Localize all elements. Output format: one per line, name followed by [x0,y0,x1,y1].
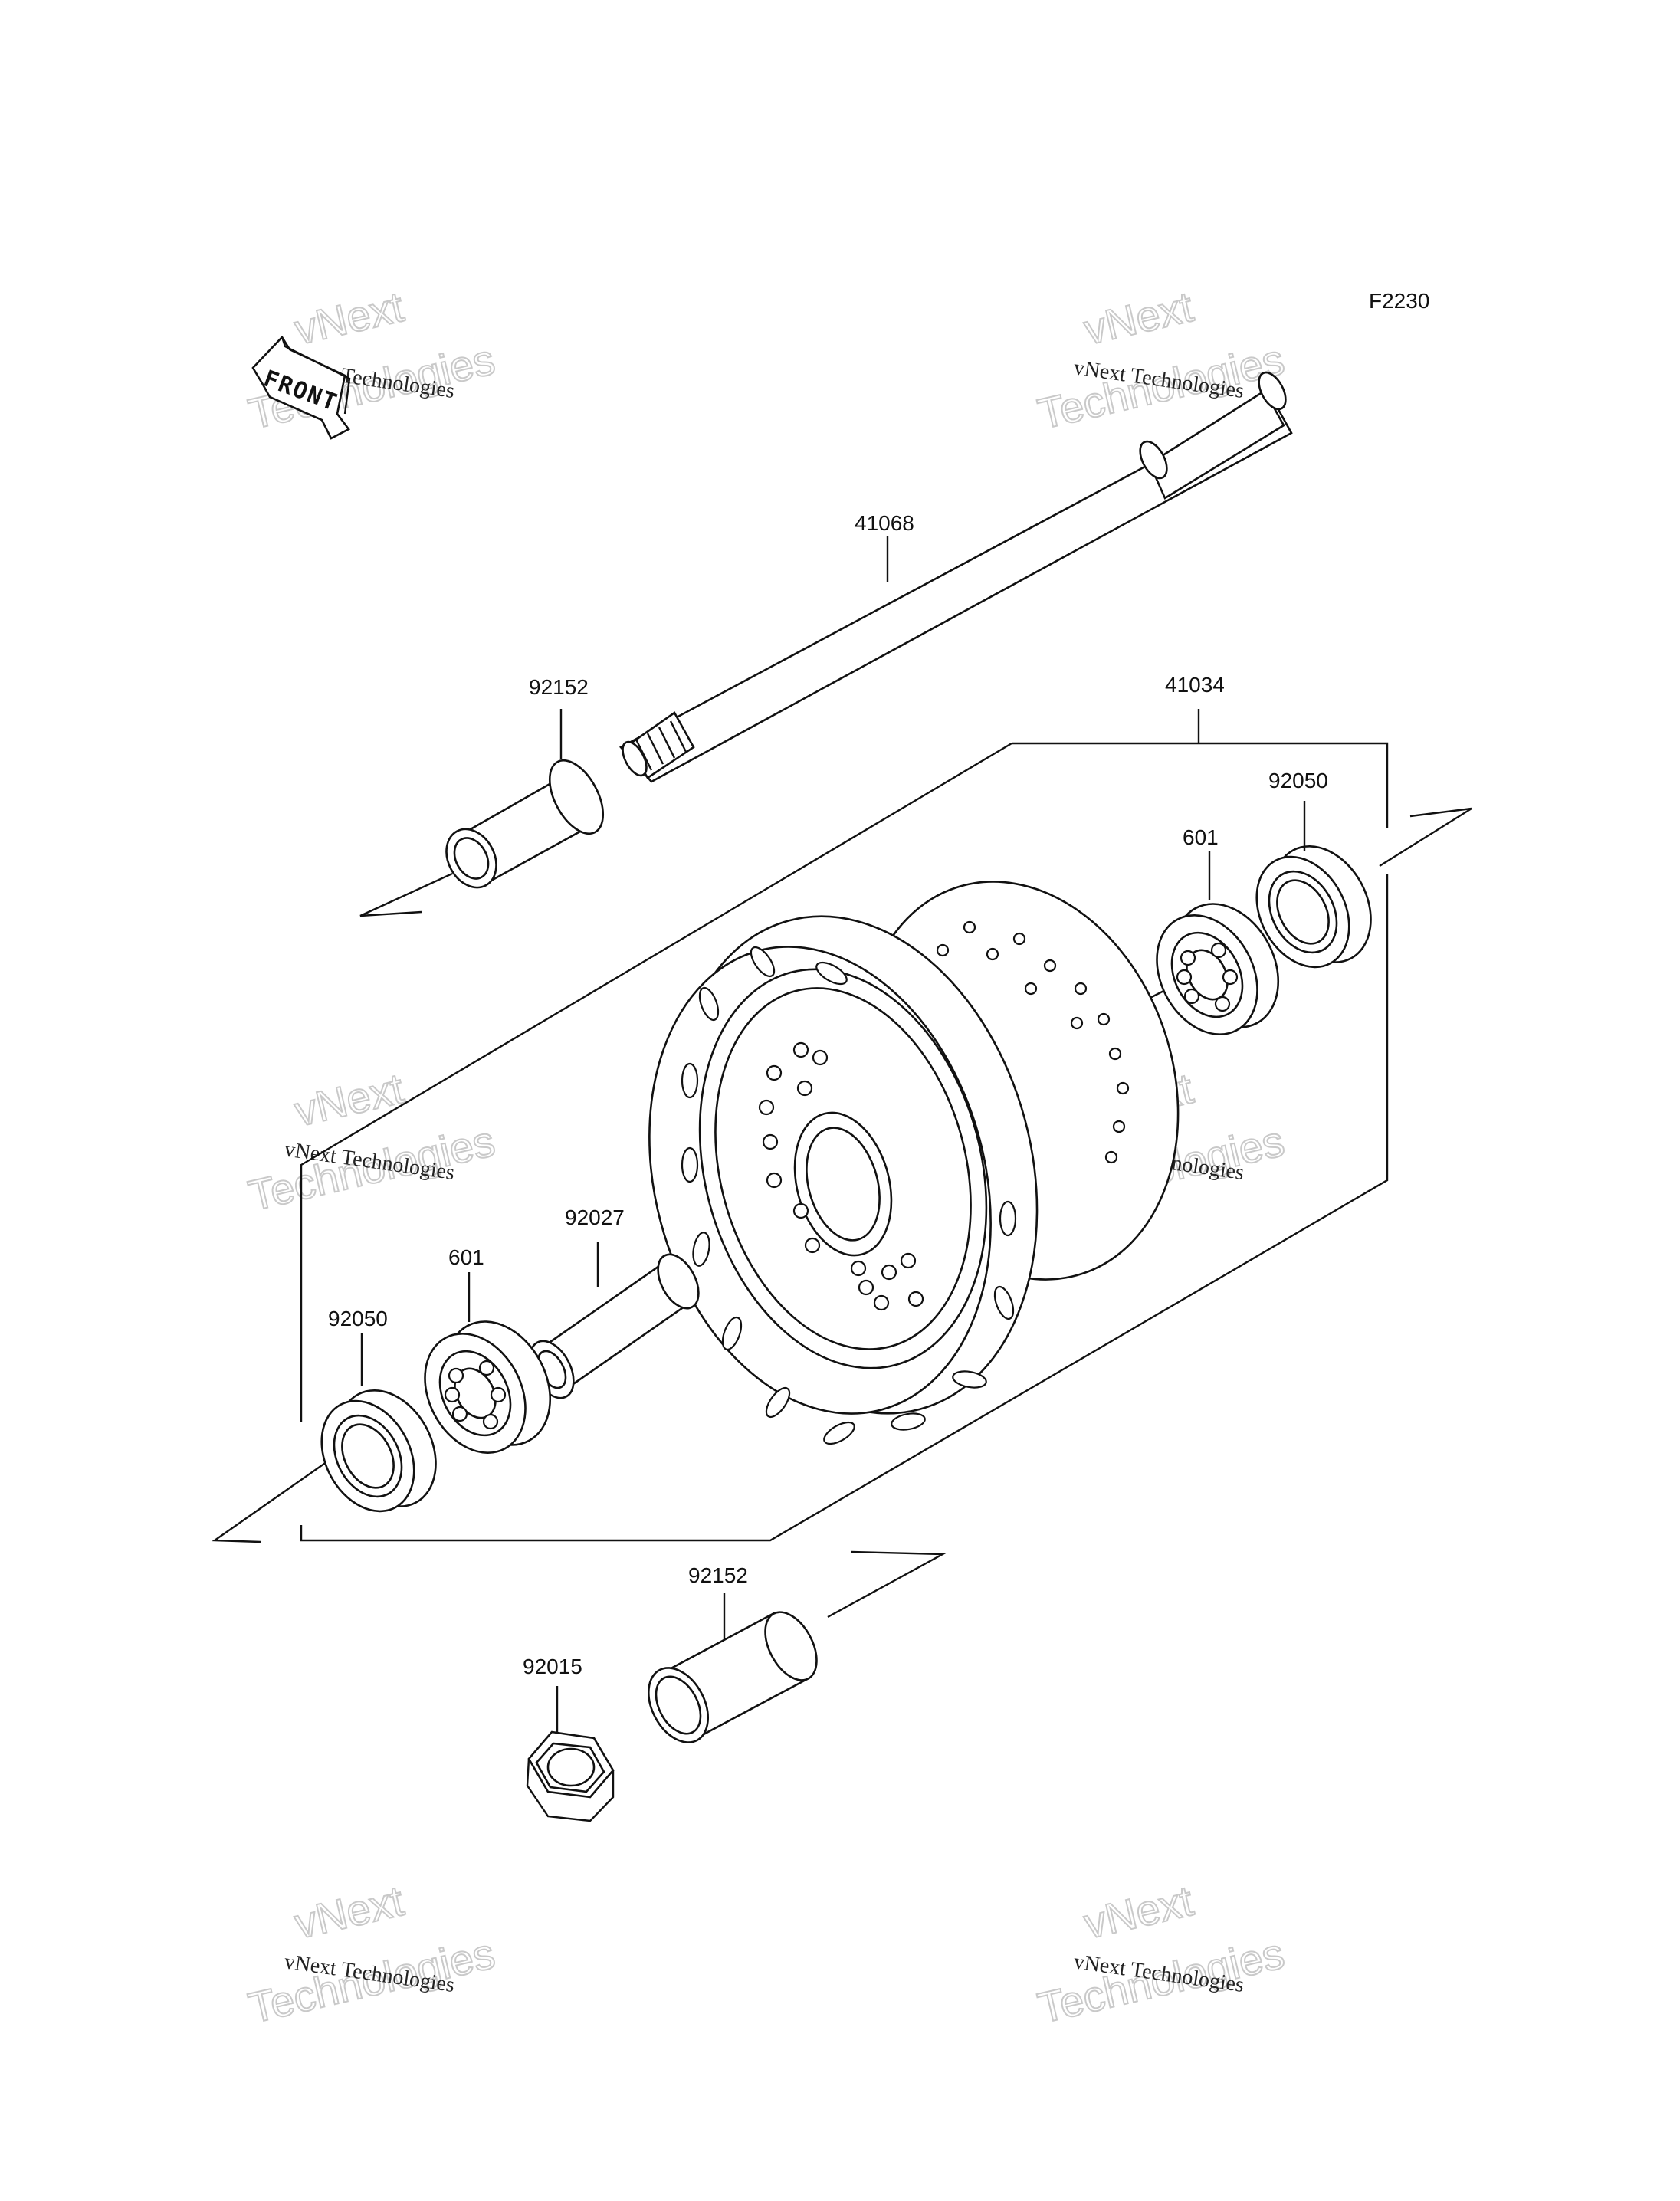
part-label-601-left: 601 [448,1245,484,1269]
svg-text:vNext: vNext [290,282,409,354]
oil-seal-92050-right [1255,801,1372,969]
svg-text:vNext: vNext [290,1876,409,1948]
spacer-92027 [529,1242,700,1399]
wheel-hub-41034 [648,915,1039,1445]
collar-92152-lower [648,1593,818,1743]
part-label-92050-left: 92050 [328,1307,388,1330]
part-label-92050-right: 92050 [1268,769,1328,792]
diagram-code-label: F2230 [1369,289,1429,313]
front-arrow-icon: FRONT [251,335,351,440]
watermark-mid-left: vNext Technologies vNext Technologies [244,1063,500,1221]
part-label-92015: 92015 [523,1655,582,1678]
watermark-bottom-left: vNext Technologies vNext Technologies [244,1875,500,2033]
watermark-bottom-right: vNext Technologies vNext Technologies [1033,1875,1290,2033]
part-label-92027: 92027 [565,1205,625,1229]
bearing-601-left [424,1272,552,1454]
hub-assembly-bracket [300,709,1389,1542]
part-label-41034: 41034 [1165,673,1225,697]
part-label-92152-upper: 92152 [529,675,589,699]
svg-text:vNext: vNext [1080,282,1198,354]
part-label-92152-lower: 92152 [688,1563,748,1587]
nut-92015 [526,1686,615,1822]
svg-text:vNext: vNext [290,1064,409,1136]
part-label-41068: 41068 [855,511,914,535]
oil-seal-92050-left [320,1333,437,1513]
part-label-601-right: 601 [1183,825,1219,849]
svg-text:vNext: vNext [1080,1876,1198,1948]
collar-92152-upper [445,709,605,889]
bearing-601-right [1156,851,1280,1035]
axle-41068 [619,371,1293,783]
